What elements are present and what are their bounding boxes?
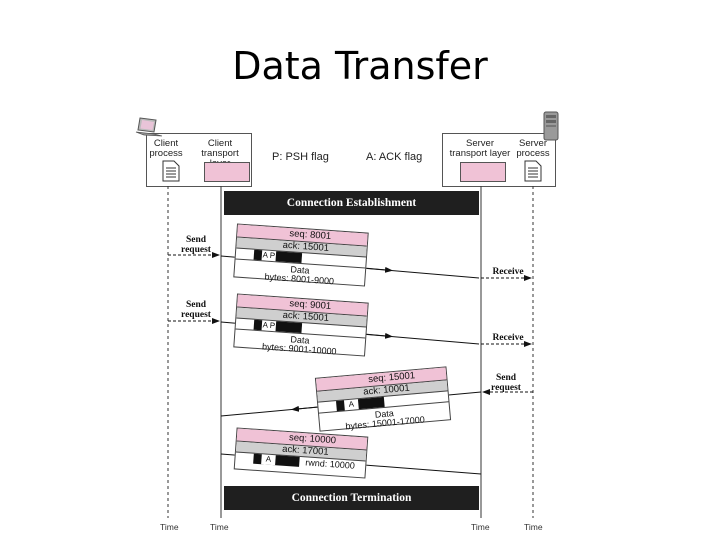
send-request-label-1: Send request: [181, 235, 211, 255]
server-buffer: [460, 162, 506, 182]
client-buffer: [204, 162, 250, 182]
laptop-icon: [135, 117, 163, 137]
server-document-icon: [524, 160, 542, 182]
segment-1-arrowhead: [363, 266, 393, 273]
send-request-label-3: Send request: [491, 373, 521, 393]
connection-establishment-band: Connection Establishment: [224, 191, 479, 215]
server-process-label: Server process: [516, 138, 550, 159]
time-label-server-process: Time: [524, 522, 543, 532]
time-label-client-transport: Time: [210, 522, 229, 532]
segment-3-flags: A: [343, 399, 359, 411]
segment-2-arrowhead: [363, 332, 393, 339]
send-request-label-2: Send request: [181, 300, 211, 320]
page-title: Data Transfer: [232, 44, 488, 88]
time-label-server-transport: Time: [471, 522, 490, 532]
time-label-client-process: Time: [160, 522, 179, 532]
server-transport-label: Server transport layer: [449, 138, 511, 159]
receive-label-2: Receive: [492, 333, 524, 343]
segment-1-flags: A P: [261, 250, 277, 262]
connection-termination-band: Connection Termination: [224, 486, 479, 510]
segment-4-flags: A: [261, 454, 276, 466]
server-icon: [543, 111, 559, 141]
segment-2-flags: A P: [261, 320, 277, 332]
segment-4-rwnd: rwnd: 10000: [305, 457, 356, 471]
ack-flag-legend: A: ACK flag: [366, 151, 423, 163]
client-process-label: Client process: [149, 138, 183, 159]
psh-flag-legend: P: PSH flag: [272, 151, 329, 163]
segment-3-arrowhead: [291, 405, 319, 412]
receive-label-1: Receive: [492, 267, 524, 277]
client-document-icon: [162, 160, 180, 182]
